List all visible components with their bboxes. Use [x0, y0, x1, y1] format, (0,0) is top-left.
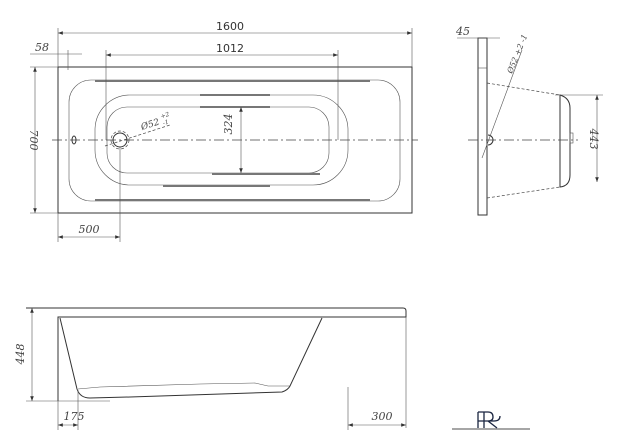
brand-logo [452, 411, 530, 430]
front-view-rim [26, 307, 407, 401]
dim-drain-offset: 500 [79, 223, 100, 236]
svg-text:+2: +2 [160, 111, 171, 120]
dim-overall-length: 1600 [216, 20, 244, 33]
dim-overall-width: 700 [27, 130, 40, 151]
dim-rim-offset: 58 [35, 41, 49, 54]
drain-diameter-label: Ø52 +2 -1 [139, 111, 171, 133]
top-view-rim-inner [68, 79, 401, 202]
dim-height: 448 [14, 344, 27, 366]
dim-right-slope: 300 [372, 410, 393, 423]
top-view: 1600 1012 58 700 500 324 Ø52 +2 -1 [27, 20, 418, 242]
side-view-basin [559, 94, 571, 188]
overflow-icon [71, 135, 77, 145]
front-view-basin-outer [59, 317, 323, 399]
side-drain-diameter-label: Ø52 +2 -1 [505, 33, 529, 76]
dim-inner-length: 1012 [216, 42, 244, 55]
front-view: 448 175 300 [14, 307, 407, 430]
side-view: 443 45 Ø52 +2 -1 [455, 25, 603, 216]
dim-inner-width: 324 [222, 114, 235, 135]
dim-depth: 443 [587, 128, 600, 150]
dim-left-slope: 175 [64, 410, 85, 423]
svg-text:Ø52: Ø52 [139, 116, 162, 133]
dim-rim-thickness: 45 [455, 25, 470, 38]
side-view-rim [477, 37, 488, 216]
svg-text:-1: -1 [162, 119, 170, 127]
